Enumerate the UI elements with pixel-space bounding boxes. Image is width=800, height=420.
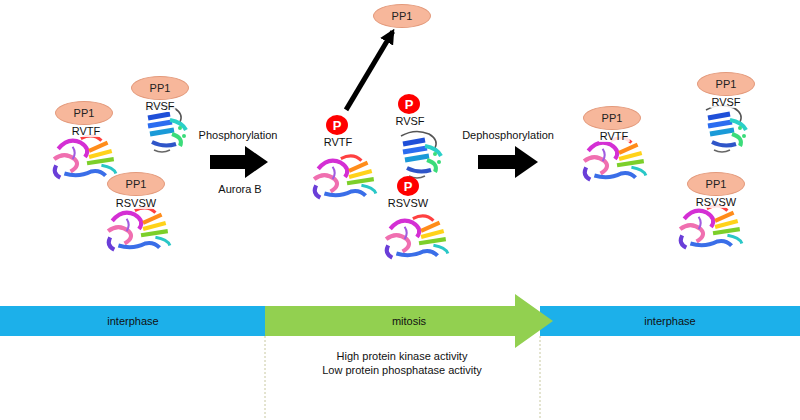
node-text: P (405, 97, 414, 112)
phase-bar: interphase (540, 306, 800, 336)
pp1-ellipse: PP1 (697, 72, 755, 96)
pp1-ellipse: PP1 (107, 172, 165, 196)
motif-label: RVSF (394, 115, 425, 127)
node-text: P (333, 118, 342, 133)
phospho-circle: P (398, 94, 420, 114)
node-text: interphase (107, 315, 158, 327)
pp1-ellipse: PP1 (373, 4, 431, 28)
phase-bar: interphase (0, 306, 266, 336)
node-text: PP1 (126, 178, 147, 190)
annotation: Aurora B (218, 183, 261, 195)
phospho-circle: P (326, 115, 348, 135)
node-text: PP1 (150, 82, 171, 94)
motif-label: RVSF (710, 96, 741, 108)
motif-label: RVTF (599, 130, 630, 142)
pp1-ellipse: PP1 (131, 76, 189, 100)
node-text: PP1 (706, 178, 727, 190)
pp1-ellipse: PP1 (687, 172, 745, 196)
annotation: Low protein phosphatase activity (322, 364, 482, 376)
motif-label: RSVSW (115, 197, 157, 209)
motif-label: RVSF (144, 100, 175, 112)
phospho-circle: P (397, 176, 419, 196)
release-arrow (346, 31, 393, 109)
phase-arrow: mitosis (265, 294, 553, 348)
node-text: PP1 (74, 107, 95, 119)
node-text: PP1 (716, 78, 737, 90)
pp1-ellipse: PP1 (55, 101, 113, 125)
node-text: mitosis (392, 315, 426, 327)
node-text: P (404, 179, 413, 194)
node-text: interphase (644, 315, 695, 327)
pp1-ellipse: PP1 (583, 106, 641, 130)
annotation: Dephosphorylation (462, 129, 554, 141)
motif-label: RVTF (323, 136, 354, 148)
motif-label: RVTF (71, 125, 102, 137)
motif-label: RSVSW (387, 197, 429, 209)
annotation: High protein kinase activity (337, 350, 468, 362)
node-text: PP1 (392, 10, 413, 22)
node-text: PP1 (602, 112, 623, 124)
annotation: Phosphorylation (199, 129, 278, 141)
motif-label: RSVSW (695, 196, 737, 208)
